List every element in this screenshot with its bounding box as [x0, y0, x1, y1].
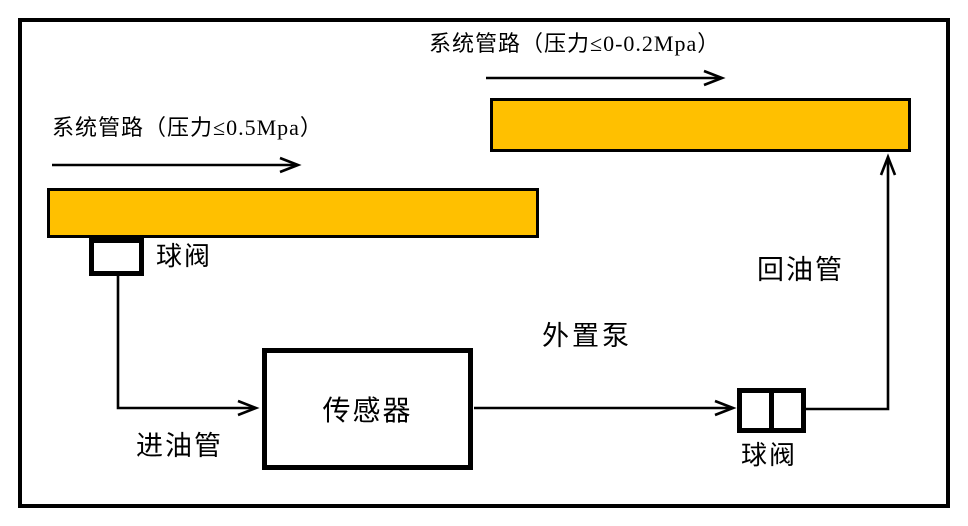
diagram-border: [18, 18, 950, 508]
ball-valve-left-label: 球阀: [156, 242, 213, 271]
inlet-pipe-label: 进油管: [136, 431, 223, 461]
ball-valve-right: [737, 388, 806, 433]
sensor-box: 传感器: [262, 348, 473, 470]
left-pipe-label: 系统管路（压力≤0.5Mpa）: [52, 115, 323, 140]
ball-valve-left: [89, 238, 144, 276]
supply-system-pipe-bar: [47, 188, 539, 238]
return-system-pipe-bar: [490, 98, 911, 152]
sensor-label: 传感器: [322, 396, 413, 427]
top-pipe-label: 系统管路（压力≤0-0.2Mpa）: [429, 31, 721, 56]
external-pump-label: 外置泵: [542, 321, 632, 351]
return-pipe-label: 回油管: [757, 255, 844, 285]
ball-valve-right-label: 球阀: [741, 441, 798, 470]
ball-valve-right-cell-2: [774, 393, 801, 428]
ball-valve-right-cell-1: [742, 393, 774, 428]
